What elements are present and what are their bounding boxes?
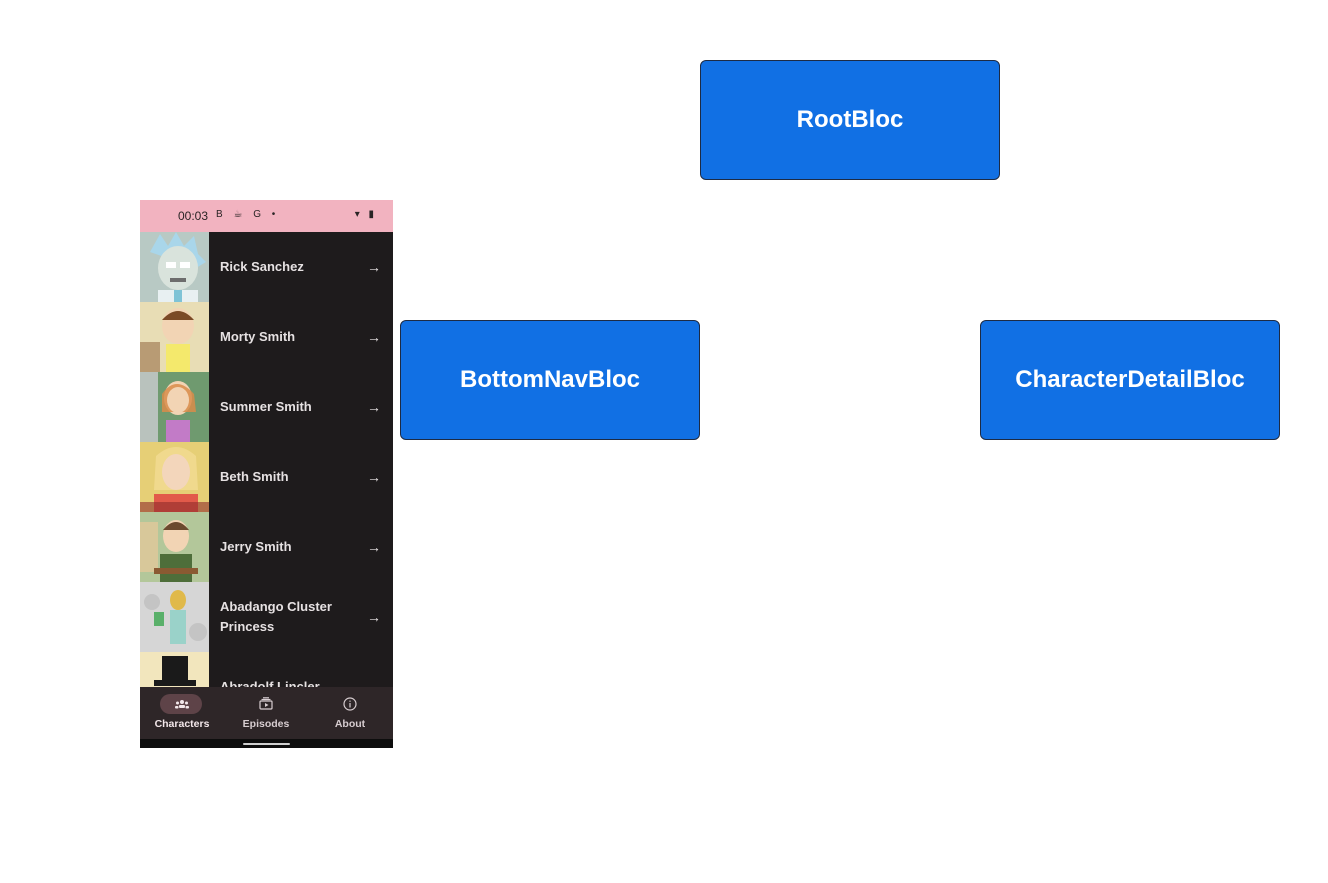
character-list[interactable]: Rick Sanchez → Morty Smith → [140,232,393,687]
character-name: Jerry Smith [220,539,292,554]
character-row[interactable]: Abradolf Lincler → [140,652,393,687]
character-name: Beth Smith [220,469,289,484]
gesture-handle[interactable] [243,743,290,745]
arrow-right-icon[interactable]: → [367,679,381,687]
status-time: 00:03 [178,209,209,223]
node-bottom-nav-bloc: BottomNavBloc [400,320,700,440]
character-name: Summer Smith [220,399,312,414]
phone-screenshot: 00:03 B ☕ G • ▾ ▮ Rick Sanchez → [140,200,393,748]
bottom-navigation-bar: Characters Episodes About [140,687,393,739]
character-avatar [140,232,209,302]
arrow-right-icon[interactable]: → [367,259,381,275]
nav-label: About [334,718,366,730]
nav-label: Episodes [242,718,290,730]
character-row[interactable]: Rick Sanchez → [140,232,393,302]
node-character-detail-bloc: CharacterDetailBloc [980,320,1280,440]
episodes-icon [224,695,308,713]
gesture-bar [140,739,393,748]
arrow-right-icon[interactable]: → [367,469,381,485]
character-avatar [140,512,209,582]
status-system-icons: ▾ ▮ [354,209,377,220]
character-avatar [140,372,209,442]
character-name: Abradolf Lincler [220,679,320,687]
status-notification-icons: B ☕ G • [216,209,280,220]
character-avatar [140,582,209,652]
nav-item-about[interactable]: About [308,687,392,739]
arrow-right-icon[interactable]: → [367,399,381,415]
character-row[interactable]: Abadango Cluster Princess → [140,582,393,652]
character-name: Rick Sanchez [220,259,304,274]
character-row[interactable]: Morty Smith → [140,302,393,372]
nav-item-episodes[interactable]: Episodes [224,687,308,739]
people-icon [140,695,224,713]
character-avatar [140,302,209,372]
character-row[interactable]: Jerry Smith → [140,512,393,582]
character-name: Abadango Cluster Princess [220,599,332,634]
nav-selected-indicator [160,694,202,714]
nav-label: Characters [154,718,210,730]
character-name: Morty Smith [220,329,296,344]
character-row[interactable]: Summer Smith → [140,372,393,442]
info-icon [308,695,392,713]
character-avatar [140,652,209,687]
node-root-bloc: RootBloc [700,60,1000,180]
arrow-right-icon[interactable]: → [367,329,381,345]
character-avatar [140,442,209,512]
arrow-right-icon[interactable]: → [367,539,381,555]
status-bar: 00:03 B ☕ G • ▾ ▮ [140,200,393,232]
nav-item-characters[interactable]: Characters [140,687,224,739]
character-row[interactable]: Beth Smith → [140,442,393,512]
arrow-right-icon[interactable]: → [367,609,381,625]
